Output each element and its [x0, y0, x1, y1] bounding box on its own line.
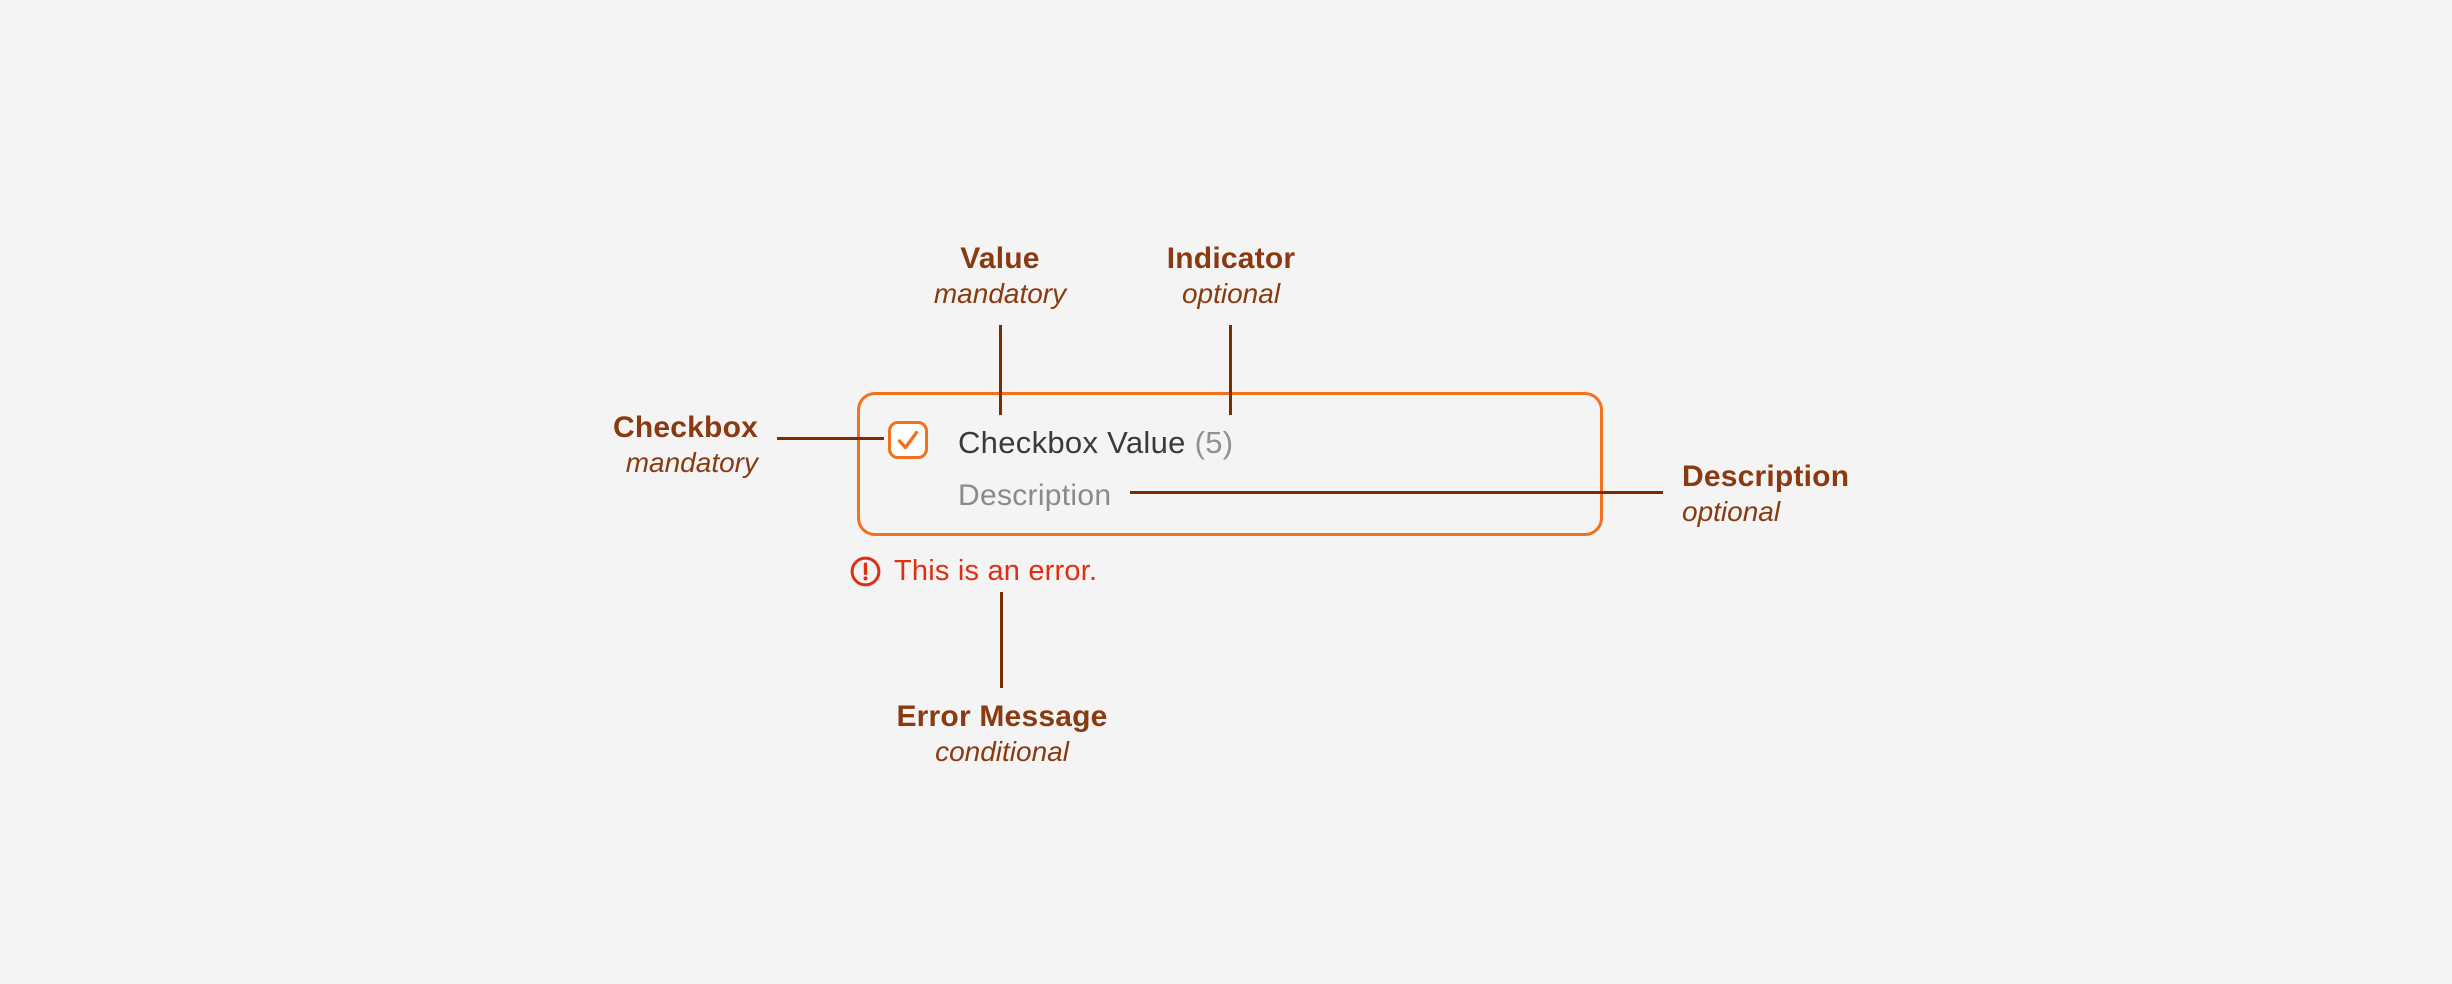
indicator-connector-line — [1229, 325, 1232, 415]
checkbox-connector-line — [777, 437, 884, 440]
indicator-annotation: Indicator optional — [1051, 240, 1411, 310]
value-annotation-title: Value — [960, 242, 1040, 275]
value-annotation: Value mandatory — [820, 240, 1180, 310]
error-message-annotation: Error Message conditional — [822, 698, 1182, 768]
indicator-annotation-qualifier: optional — [1181, 278, 1281, 309]
checkbox-description-text: Description — [958, 479, 1112, 512]
error-message-text: This is an error. — [894, 555, 1098, 587]
checkbox-value-label: Checkbox Value — [958, 425, 1186, 460]
description-annotation-title: Description — [1682, 460, 1850, 493]
error-message: This is an error. — [850, 555, 1097, 587]
checkbox-value-indicator: (5) — [1194, 425, 1234, 460]
checkbox-annotation-qualifier: mandatory — [625, 447, 758, 478]
checkbox-input[interactable] — [888, 421, 928, 459]
error-message-annotation-title: Error Message — [896, 700, 1108, 733]
error-message-annotation-qualifier: conditional — [935, 736, 1069, 767]
description-annotation-qualifier: optional — [1682, 496, 1781, 527]
checkbox-value-text: Checkbox Value (5) — [958, 425, 1233, 461]
checkbox-annotation: Checkbox mandatory — [458, 409, 758, 479]
description-connector-line — [1130, 491, 1663, 494]
check-icon — [895, 428, 921, 452]
error-connector-line — [1000, 592, 1003, 688]
value-annotation-qualifier: mandatory — [933, 278, 1067, 309]
indicator-annotation-title: Indicator — [1166, 242, 1296, 275]
value-connector-line — [999, 325, 1002, 415]
checkbox-annotation-title: Checkbox — [613, 411, 758, 444]
description-annotation: Description optional — [1682, 458, 2002, 528]
error-icon — [850, 556, 881, 587]
